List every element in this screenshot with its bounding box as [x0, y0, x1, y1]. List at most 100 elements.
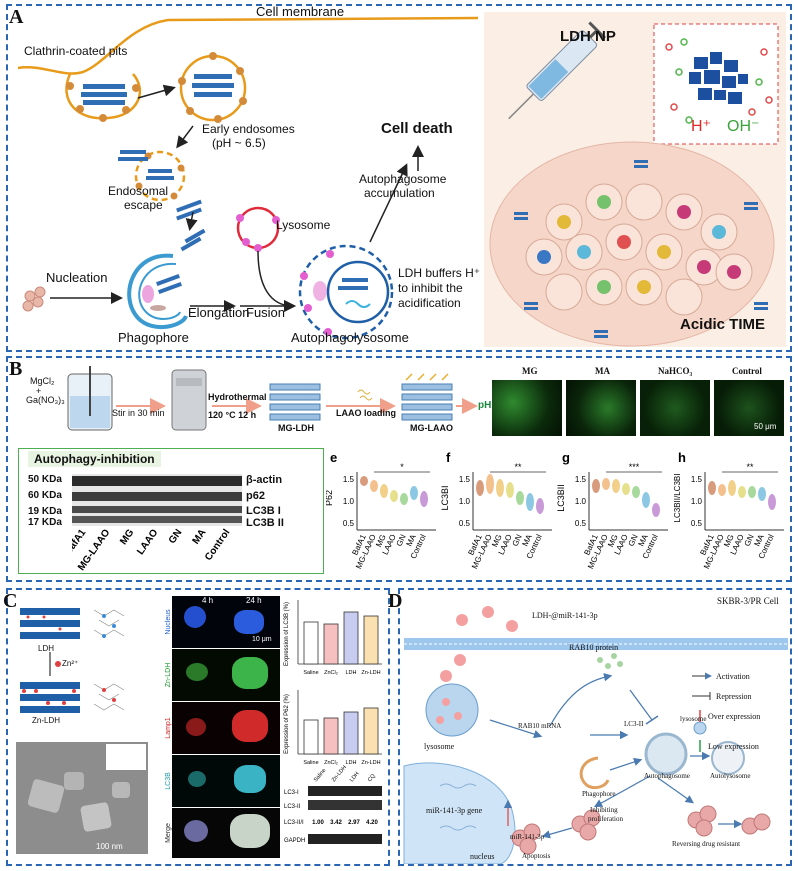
- clathrin-pit-icon: [65, 73, 142, 122]
- svg-text:LC3BII/LC3BI: LC3BII/LC3BI: [673, 474, 682, 523]
- reagent-plus: +: [36, 386, 42, 396]
- phagophore-label: Phagophore: [118, 330, 189, 345]
- syringe-icon: [508, 21, 606, 120]
- c-ldh-label: LDH: [38, 644, 55, 653]
- svg-text:h: h: [678, 450, 686, 465]
- lysosome-label: Lysosome: [276, 218, 331, 232]
- kda-0: 50 KDa: [28, 474, 62, 485]
- chart-e-sig: *: [400, 462, 404, 472]
- svg-text:Saline: Saline: [313, 768, 327, 784]
- d-proliferation: proliferation: [588, 815, 623, 823]
- svg-text:ZnCl₂: ZnCl₂: [324, 670, 338, 676]
- nucleation-label: Nucleation: [46, 270, 108, 285]
- autophagolysosome-icon: [298, 244, 394, 340]
- lysosome-d-icon: [425, 683, 479, 737]
- endosomal-escape-icon: [118, 150, 186, 202]
- kda-2: 19 KDa: [28, 506, 62, 517]
- svg-text:0.5: 0.5: [691, 519, 703, 528]
- chart-e: e P62 1.5 1.0 0.5 * BafA1 MG-LAAO MG LAA…: [326, 450, 436, 570]
- panel-a: [6, 4, 792, 352]
- svg-text:1.0: 1.0: [459, 497, 471, 506]
- zoom-particles: [689, 52, 748, 104]
- d-ldh-mir-label: LDH-@miR-141-3p: [532, 611, 598, 620]
- early-endosomes-ph: (pH ~ 6.5): [212, 136, 266, 150]
- d-legend-3: Low expression: [708, 742, 759, 751]
- rab10-protein-icon: [597, 653, 623, 669]
- chart-e-letter: e: [330, 450, 337, 465]
- c-zn-label: Zn²⁺: [62, 659, 79, 668]
- svg-text:GAPDH: GAPDH: [284, 838, 305, 844]
- time-4h: 4 h: [202, 596, 214, 605]
- d-lc3: LC3-II: [624, 720, 644, 728]
- early-endosome-icon: [178, 52, 247, 123]
- micro-label-2: NaHCO₃: [658, 366, 693, 376]
- stir-label: Stir in 30 min: [112, 408, 165, 418]
- micro-scale-label: 50 μm: [754, 422, 777, 431]
- ph-label: pH: [478, 400, 492, 411]
- clathrin-label: Clathrin-coated pits: [24, 44, 128, 58]
- svg-text:LDH: LDH: [345, 670, 356, 676]
- oh-minus-label: OH⁻: [727, 118, 760, 135]
- svg-text:Zn-LDH: Zn-LDH: [361, 760, 380, 766]
- svg-text:0.5: 0.5: [343, 519, 355, 528]
- nucleus-d: [403, 762, 516, 864]
- autophagosome-d-icon: [644, 732, 688, 776]
- mg-laao-label: MG-LAAO: [410, 423, 453, 433]
- c-zn-ldh-label: Zn-LDH: [32, 716, 61, 725]
- ldh-buffers-label: LDH buffers H⁺: [398, 266, 481, 280]
- ldh-stack-icon: [20, 608, 80, 639]
- micro-image-mg: [492, 380, 562, 436]
- kda-1: 60 KDa: [28, 490, 62, 501]
- blot-box: [18, 448, 324, 574]
- autophagosome-accumulation-label: Autophagosome: [359, 172, 447, 186]
- svg-text:LDH: LDH: [345, 760, 356, 766]
- svg-text:2.97: 2.97: [348, 820, 360, 826]
- confocal-grid: 4 h 24 h 10 μm: [162, 596, 280, 858]
- ldh-sheets: [514, 160, 768, 338]
- tumor-cells: [525, 183, 753, 316]
- protein-1: p62: [246, 490, 265, 502]
- svg-text:LC3BI: LC3BI: [440, 485, 450, 510]
- svg-text:1.0: 1.0: [575, 497, 587, 506]
- phagophore-icon: [127, 253, 188, 330]
- svg-text:1.5: 1.5: [691, 475, 703, 484]
- d-lysosome-2: lysosome: [680, 715, 707, 723]
- protein-0: β-actin: [246, 474, 283, 486]
- panel-d-mechanism: [403, 606, 788, 864]
- panel-d-label: D: [388, 590, 403, 612]
- synthesis-schematic: [67, 366, 478, 431]
- svg-text:g: g: [562, 450, 570, 465]
- released-ldh-icon: [176, 199, 206, 252]
- hydro-cond-label: 120 °C 12 h: [208, 410, 257, 420]
- svg-text:Saline: Saline: [303, 670, 318, 676]
- svg-text:1.0: 1.0: [343, 497, 355, 506]
- blot-lane-6: Control: [203, 527, 233, 563]
- zn-ldh-stack-icon: [20, 682, 80, 713]
- protein-3: LC3B II: [246, 517, 284, 529]
- panel-b-label: B: [9, 358, 23, 380]
- panel-a-label: A: [9, 6, 24, 28]
- svg-text:Nucleus: Nucleus: [165, 609, 172, 635]
- chart-f: f LC3BI 1.5 1.0 0.5 ** BafA1 MG-LAAO MG …: [440, 450, 552, 570]
- hydrothermal-label: Hydrothermal: [208, 392, 267, 402]
- ldh-buffers-label-2: to inhibit the: [398, 281, 463, 295]
- svg-text:4.20: 4.20: [366, 820, 378, 826]
- d-autolysosome: Autolysosome: [710, 772, 751, 780]
- legend-d: [692, 672, 712, 752]
- ldh-particles-d: [440, 606, 518, 682]
- micro-image-ma: [566, 380, 636, 436]
- ldh-buffers-label-3: acidification: [398, 296, 461, 310]
- micro-label-1: MA: [595, 366, 610, 376]
- mg-laao-icon: [401, 383, 453, 421]
- phagophore-d-icon: [579, 756, 610, 790]
- cell-membrane-label: Cell membrane: [256, 4, 345, 19]
- tumor-cell-cluster-icons: [511, 805, 771, 855]
- time-24h: 24 h: [246, 596, 262, 605]
- svg-text:LC3-II: LC3-II: [284, 804, 301, 810]
- blot-lane-2: MG: [118, 527, 136, 547]
- d-nucleus: nucleus: [470, 852, 495, 861]
- svg-text:ZnCl₂: ZnCl₂: [324, 760, 338, 766]
- d-apoptosis: Apoptosis: [522, 852, 551, 860]
- blot-lane-4: GN: [167, 527, 185, 546]
- lc3b-bar-chart: Expression of LC3B (%) Saline ZnCl₂ LDH …: [284, 600, 382, 676]
